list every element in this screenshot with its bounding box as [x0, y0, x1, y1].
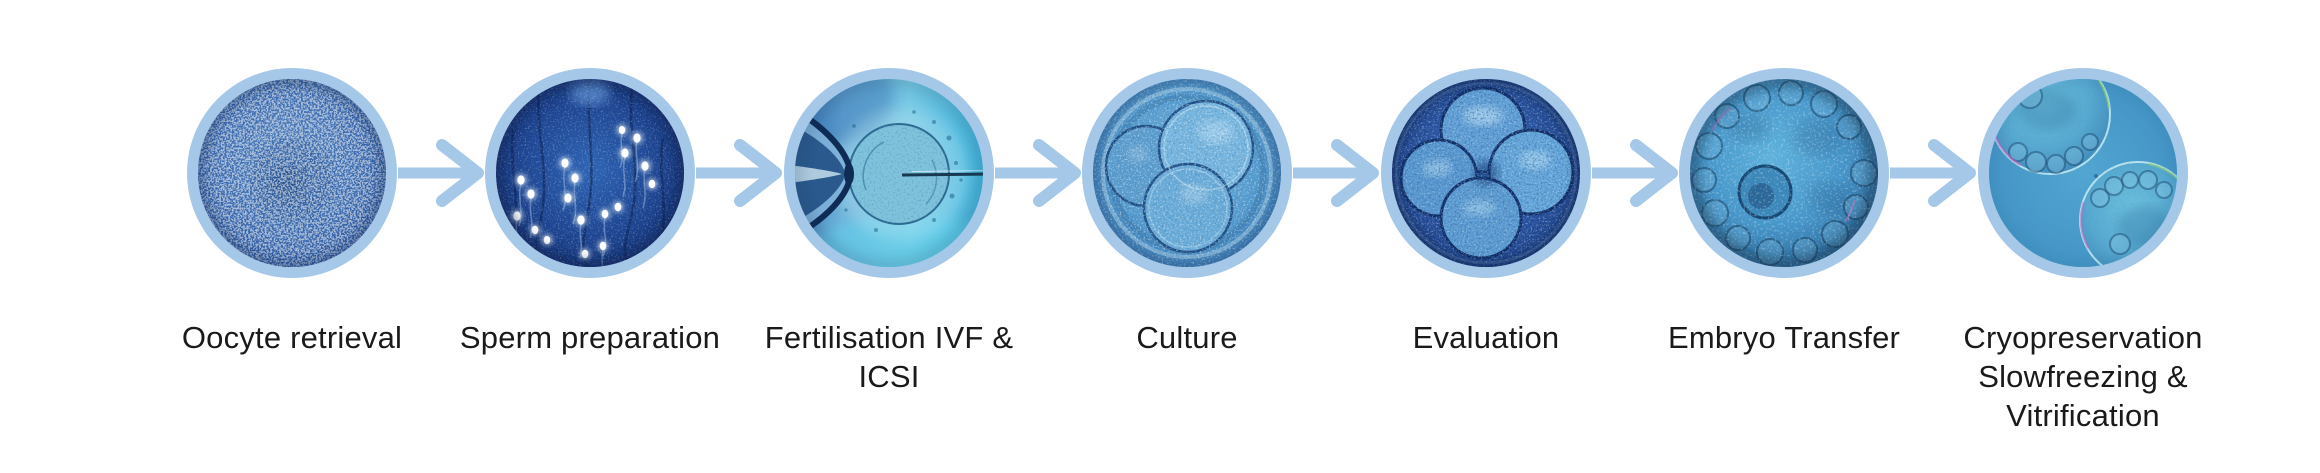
blastocyst-micrograph-image — [1679, 68, 1889, 278]
right-arrow-icon — [1293, 139, 1379, 207]
sperm-micrograph-image — [485, 68, 695, 278]
stage-oocyte-retrieval — [187, 68, 397, 278]
stage-label-sperm-preparation: Sperm preparation — [459, 320, 721, 355]
stage-label-evaluation: Evaluation — [1412, 320, 1560, 355]
right-arrow-icon — [696, 139, 782, 207]
oocyte-micrograph-image — [187, 68, 397, 278]
right-arrow-icon — [1592, 139, 1678, 207]
right-arrow-icon — [398, 139, 484, 207]
multicell-embryo-micrograph-image — [1381, 68, 1591, 278]
stage-embryo-transfer — [1679, 68, 1889, 278]
stage-label-embryo-transfer: Embryo Transfer — [1667, 320, 1901, 355]
right-arrow-icon — [995, 139, 1081, 207]
icsi-injection-micrograph-image — [784, 68, 994, 278]
stage-evaluation — [1381, 68, 1591, 278]
stage-label-oocyte-retrieval: Oocyte retrieval — [181, 320, 403, 355]
stage-sperm-preparation — [485, 68, 695, 278]
stage-culture — [1082, 68, 1292, 278]
stage-label-cryopreservation: Cryopreservation Slowfreezing & Vitrific… — [1963, 320, 2203, 433]
frozen-blastocysts-micrograph-image — [1978, 68, 2188, 278]
right-arrow-icon — [1890, 139, 1976, 207]
stage-label-culture: Culture — [1136, 320, 1238, 355]
cleavage-embryo-micrograph-image — [1082, 68, 1292, 278]
stage-label-fertilisation: Fertilisation IVF & ICSI — [764, 320, 1014, 394]
stage-cryopreservation — [1978, 68, 2188, 278]
stage-fertilisation-ivf-icsi — [784, 68, 994, 278]
